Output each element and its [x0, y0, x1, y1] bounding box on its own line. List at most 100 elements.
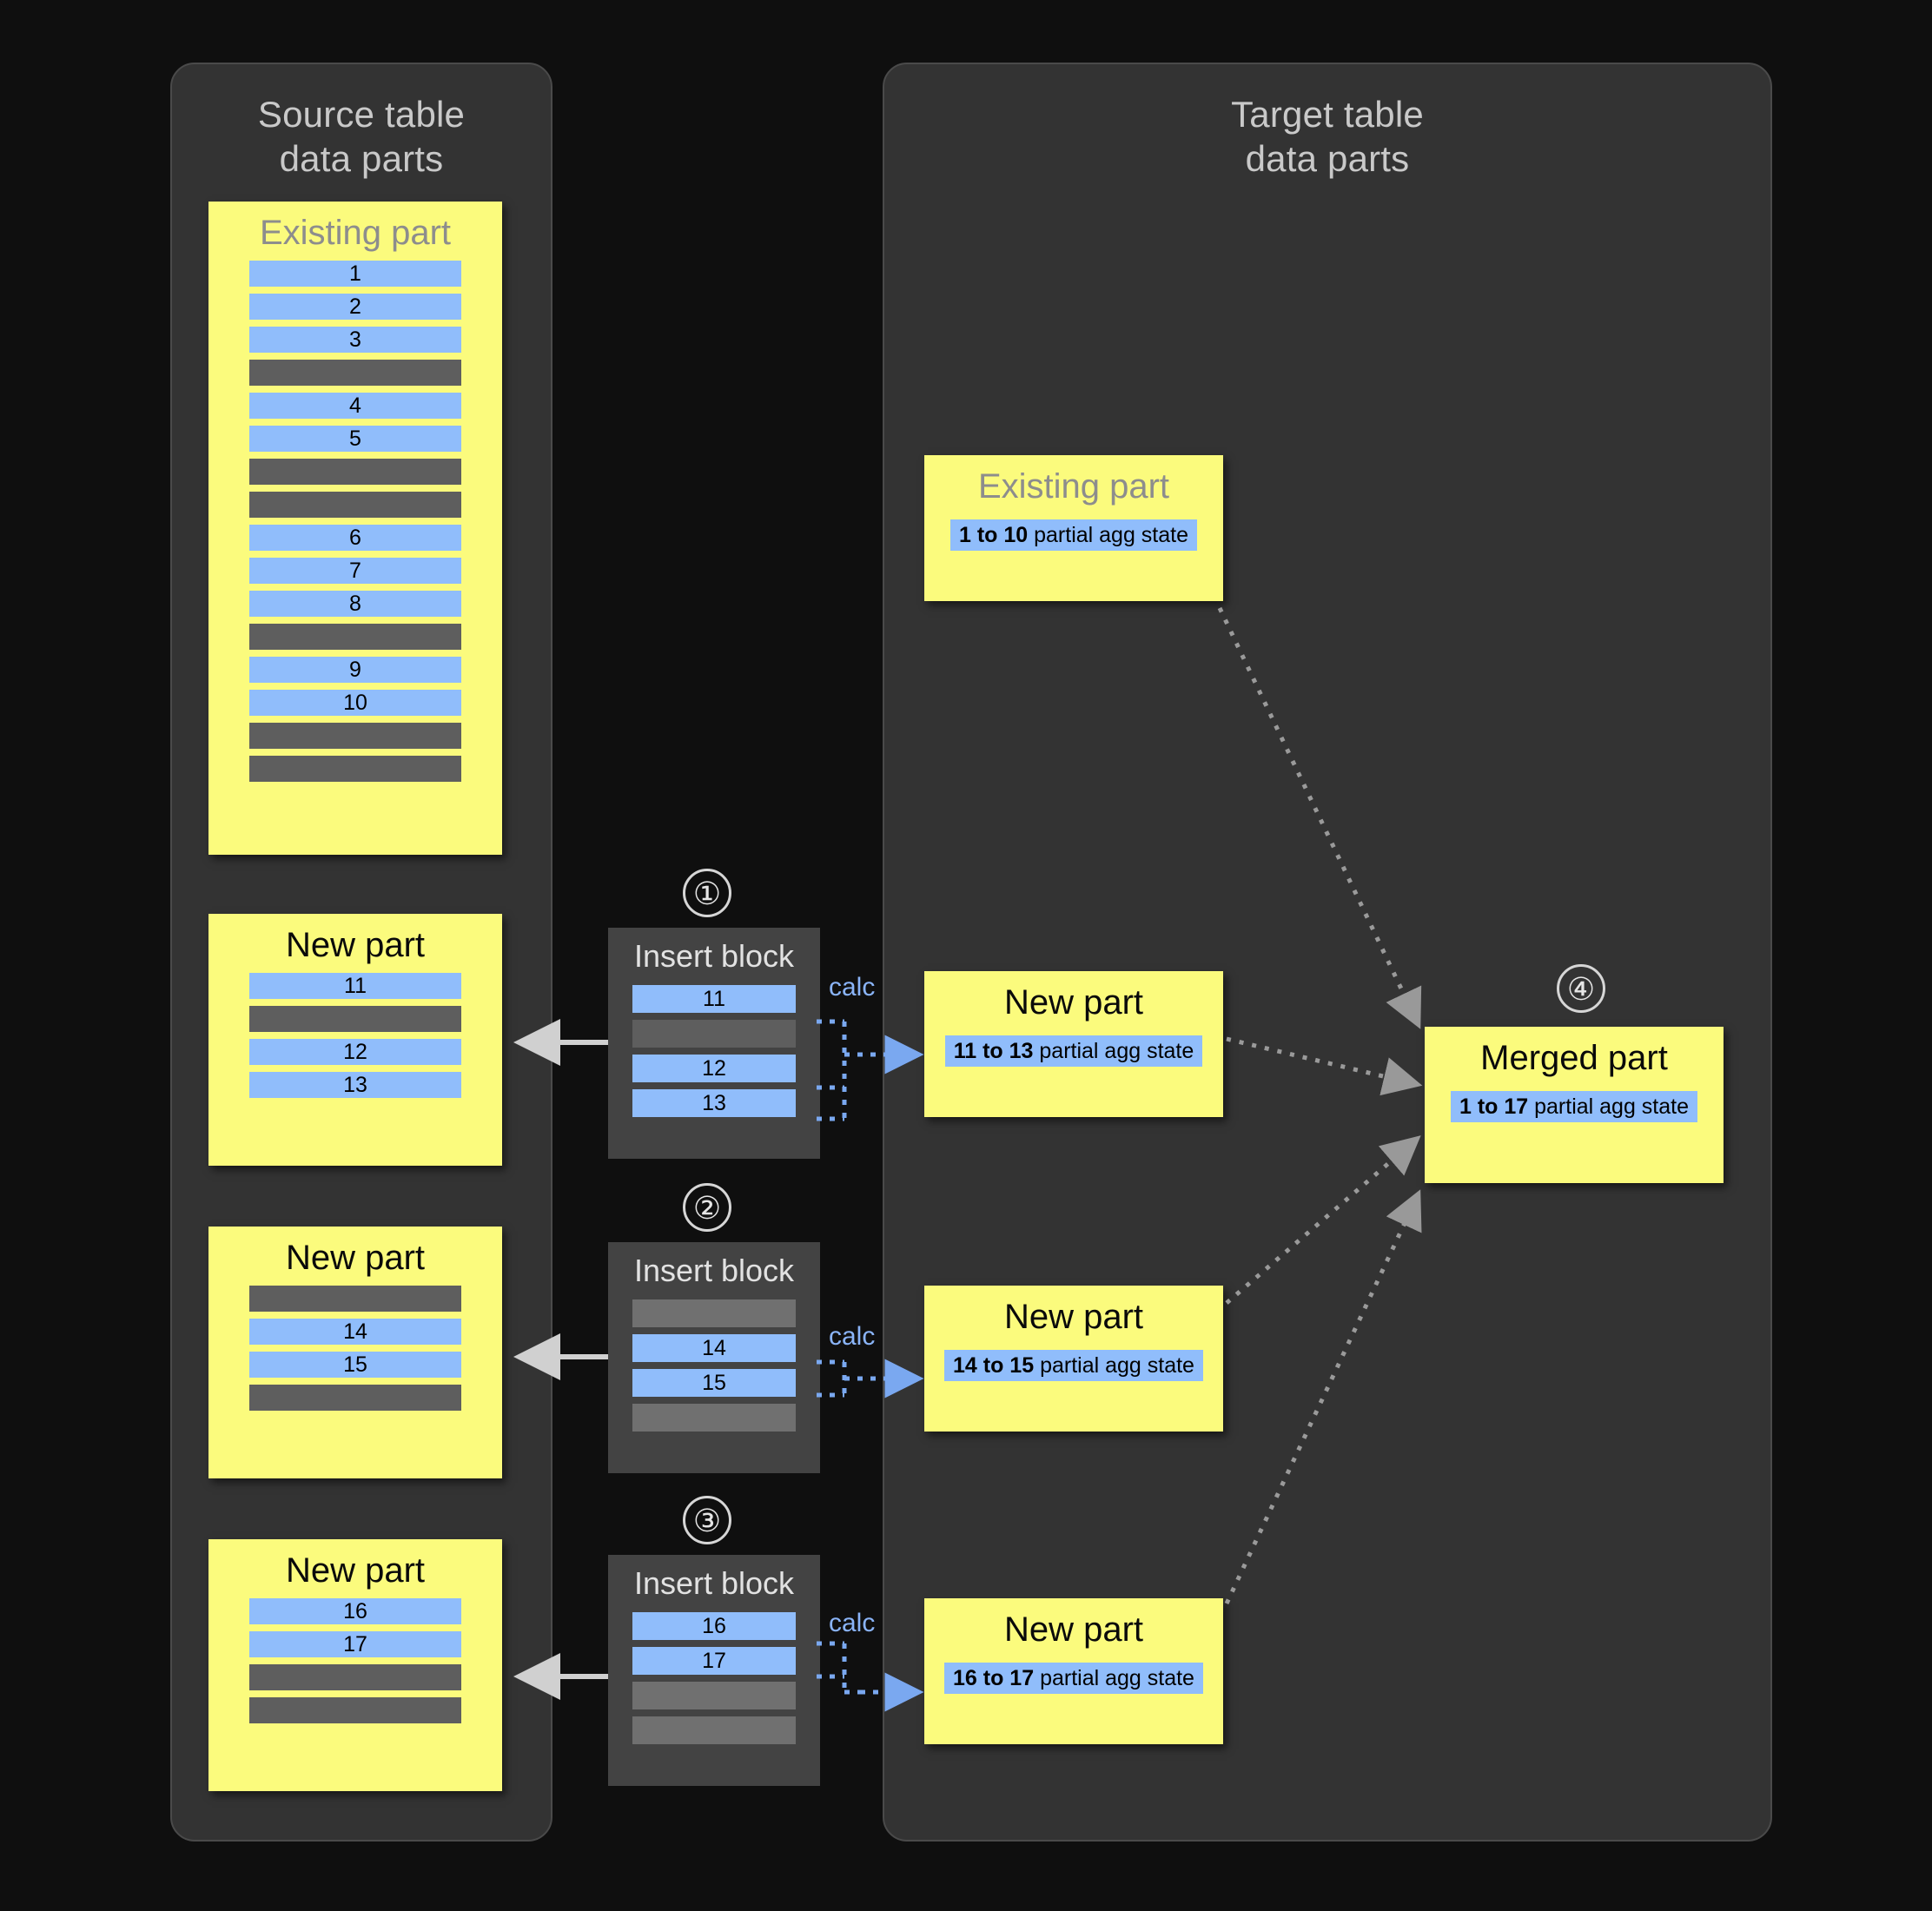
source-new-part-2-row-2: 14	[249, 1319, 461, 1345]
source-new-part-3-row-1: 16	[249, 1598, 461, 1624]
source-existing-part-row-4	[249, 360, 461, 386]
source-new-part-1-rows: 11 12 13	[208, 973, 502, 1114]
calc-bracket-1	[817, 1019, 847, 1121]
target-new-part-3-agg-wrap: 16 to 17 partial agg state	[924, 1657, 1223, 1694]
insert-block-1-rows: 11 12 13	[608, 985, 820, 1136]
merged-part-agg: 1 to 17 partial agg state	[1450, 1091, 1698, 1122]
agg-range: 1 to 10	[958, 523, 1029, 547]
target-table-panel: Target table data parts	[883, 63, 1772, 1842]
source-existing-part-row-12	[249, 624, 461, 650]
source-existing-part-row-3: 3	[249, 327, 461, 353]
merged-part: Merged part 1 to 17 partial agg state	[1425, 1027, 1724, 1183]
source-new-part-2-row-1	[249, 1286, 461, 1312]
source-existing-part-row-6: 5	[249, 426, 461, 452]
source-new-part-2-row-4	[249, 1385, 461, 1411]
source-existing-part-row-13: 9	[249, 657, 461, 683]
target-new-part-2-agg-wrap: 14 to 15 partial agg state	[924, 1345, 1223, 1381]
calc-label-2: calc	[829, 1322, 876, 1351]
source-new-part-1-row-2	[249, 1006, 461, 1032]
calc-label-1: calc	[829, 973, 876, 1002]
merged-part-agg-wrap: 1 to 17 partial agg state	[1425, 1086, 1724, 1122]
target-new-part-3: New part 16 to 17 partial agg state	[924, 1598, 1223, 1744]
agg-range: 11 to 13	[953, 1039, 1034, 1063]
agg-suffix: partial agg state	[1528, 1094, 1690, 1119]
agg-suffix: partial agg state	[1034, 1666, 1194, 1690]
source-existing-part-row-14: 10	[249, 690, 461, 716]
insert-block-3-row-3	[632, 1682, 796, 1709]
source-existing-part-row-8	[249, 492, 461, 518]
insert-block-2-row-3: 15	[632, 1369, 796, 1397]
source-new-part-2-row-3: 15	[249, 1352, 461, 1378]
agg-suffix: partial agg state	[1034, 1353, 1194, 1378]
insert-block-3-row-1: 16	[632, 1612, 796, 1640]
merged-part-label: Merged part	[1480, 1039, 1668, 1077]
source-new-part-3-row-3	[249, 1664, 461, 1690]
source-existing-part-row-11: 8	[249, 591, 461, 617]
calc-bracket-2	[817, 1359, 847, 1398]
source-existing-part-row-1: 1	[249, 261, 461, 287]
target-existing-part-label: Existing part	[977, 467, 1170, 506]
insert-block-1-row-4: 13	[632, 1089, 796, 1117]
source-existing-part-row-9: 6	[249, 525, 461, 551]
source-existing-part-row-16	[249, 756, 461, 782]
source-new-part-1-row-4: 13	[249, 1072, 461, 1098]
source-new-part-3-label: New part	[285, 1551, 426, 1590]
agg-range: 14 to 15	[953, 1353, 1035, 1378]
source-existing-part-row-2: 2	[249, 294, 461, 320]
insert-block-3-row-2: 17	[632, 1647, 796, 1675]
insert-block-2-title: Insert block	[633, 1253, 795, 1288]
target-new-part-1-label: New part	[1003, 983, 1144, 1022]
source-new-part-1: New part 11 12 13	[208, 914, 502, 1166]
target-new-part-3-label: New part	[1003, 1610, 1144, 1649]
source-existing-part-row-5: 4	[249, 393, 461, 419]
step-badge-1: ①	[683, 869, 731, 917]
insert-block-2-row-2: 14	[632, 1334, 796, 1362]
insert-block-1: Insert block 11 12 13	[608, 928, 820, 1159]
target-new-part-2-label: New part	[1003, 1298, 1144, 1336]
insert-block-2-row-4	[632, 1404, 796, 1432]
insert-block-1-title: Insert block	[633, 938, 795, 974]
source-new-part-3-row-2: 17	[249, 1631, 461, 1657]
source-existing-part-row-7	[249, 459, 461, 485]
target-existing-part-agg: 1 to 10 partial agg state	[949, 519, 1198, 551]
agg-suffix: partial agg state	[1033, 1039, 1194, 1063]
source-new-part-1-row-3: 12	[249, 1039, 461, 1065]
insert-block-3-title: Insert block	[633, 1565, 795, 1601]
source-new-part-2-label: New part	[285, 1239, 426, 1277]
agg-range: 16 to 17	[953, 1666, 1035, 1690]
insert-block-1-row-1: 11	[632, 985, 796, 1013]
step-badge-4: ④	[1557, 964, 1605, 1013]
source-new-part-3-row-4	[249, 1697, 461, 1723]
step-badge-2: ②	[683, 1183, 731, 1232]
insert-block-1-row-2	[632, 1020, 796, 1048]
insert-block-3-row-4	[632, 1716, 796, 1744]
target-new-part-1-agg-wrap: 11 to 13 partial agg state	[924, 1030, 1223, 1067]
source-existing-part-label: Existing part	[259, 214, 452, 252]
step-badge-3: ③	[683, 1496, 731, 1544]
target-new-part-1: New part 11 to 13 partial agg state	[924, 971, 1223, 1117]
target-table-title: Target table data parts	[1231, 94, 1424, 180]
insert-block-2-row-1	[632, 1299, 796, 1327]
source-table-title: Source table data parts	[257, 94, 466, 180]
target-new-part-3-agg: 16 to 17 partial agg state	[944, 1663, 1203, 1694]
calc-bracket-3	[817, 1641, 869, 1695]
target-new-part-2-agg: 14 to 15 partial agg state	[944, 1350, 1203, 1381]
target-existing-part-agg-wrap: 1 to 10 partial agg state	[924, 514, 1223, 551]
agg-range: 1 to 17	[1459, 1094, 1529, 1119]
source-new-part-1-row-1: 11	[249, 973, 461, 999]
source-existing-part-row-15	[249, 723, 461, 749]
source-new-part-1-label: New part	[285, 926, 426, 964]
calc-label-3: calc	[829, 1609, 876, 1637]
target-new-part-2: New part 14 to 15 partial agg state	[924, 1286, 1223, 1432]
insert-block-1-row-3: 12	[632, 1055, 796, 1082]
